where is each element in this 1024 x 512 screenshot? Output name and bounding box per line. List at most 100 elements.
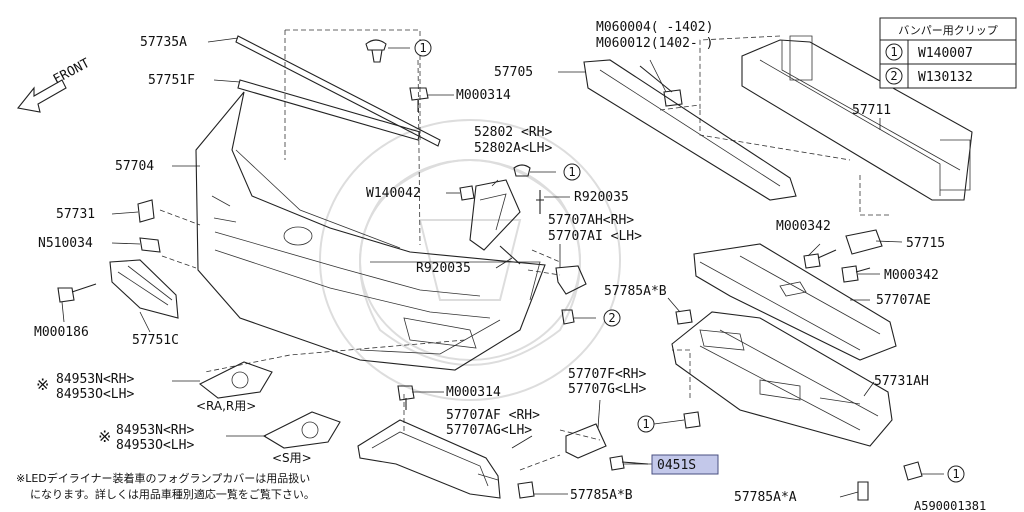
label-ra: <RA,R用> [196,399,256,413]
callout-c5: 1 [947,465,965,483]
label-m000186: M000186 [34,325,89,340]
bracket-57751c [109,259,179,319]
pin-r920035-a [536,190,544,214]
under-cover-57731ah [671,311,893,447]
label-57785aa: 57785A*A [734,490,797,505]
label-57751c: 57751C [132,333,179,348]
label-52802a: 52802A<LH> [474,141,552,156]
front-bumper-57704 [195,91,546,371]
clip-c4 [683,411,701,429]
clip-c2 [513,164,531,177]
clip-table-row2-num: 2 [890,69,897,83]
label-r920035-a: R920035 [574,190,629,205]
label-57707ah: 57707AH<RH> [548,213,634,228]
label-r920035-b: R920035 [416,261,471,276]
label-57735a: 57735A [140,35,187,50]
strip-57735a [235,35,441,147]
label-57707ag: 57707AG<LH> [446,423,532,438]
callout-c4: 1 [637,415,655,433]
clip-top [365,39,387,63]
highlight-0451s[interactable]: 0451S [651,454,719,475]
energy-absorber-57705 [583,59,797,201]
label-w140042: W140042 [366,186,421,201]
label-n510034: N510034 [38,236,93,251]
label-57785ab-top: 57785A*B [604,284,667,299]
mark-1: ※ [36,375,49,394]
label-m000314-top: M000314 [456,88,511,103]
clip-table-row1-num: 1 [890,45,897,59]
label-57707g: 57707G<LH> [568,382,646,397]
label-84953o-2: 84953O<LH> [116,438,194,453]
bolt-57785ab-bottom [517,481,535,499]
watermark-logo [319,119,621,401]
bracket-57731 [137,199,155,223]
label-57707f: 57707F<RH> [568,367,646,382]
bracket-52802 [469,179,521,251]
clip-table-row1-part: W140007 [918,46,973,61]
fog-cover-ra [198,361,273,399]
mark-2: ※ [98,427,111,446]
bolt-m060004 [639,65,683,107]
bolt-m000342-a [803,249,837,269]
label-s: <S用> [272,451,312,465]
label-m000342-a: M000342 [776,219,831,234]
front-label: FRONT [51,56,93,88]
label-57707ae: 57707AE [876,293,931,308]
label-57707ai: 57707AI <LH> [548,229,642,244]
label-84953n-1: 84953N<RH> [56,372,134,387]
callout-c2: 1 [563,163,581,181]
clip-n510034 [139,237,161,253]
bolt-57785ab-top [675,309,693,325]
svg-text:1: 1 [568,165,575,179]
leader-lines [61,37,944,498]
label-m000314-bottom: M000314 [446,385,501,400]
bracket-57707af [357,419,501,499]
bolt-m000314-bottom [397,385,415,410]
strip-57751f [237,79,421,141]
bracket-57707f [565,423,607,459]
svg-text:2: 2 [608,311,615,325]
label-57731: 57731 [56,207,95,222]
label-57731ah: 57731AH [874,374,929,389]
clip-table-row2-part: W130132 [918,70,973,85]
svg-text:1: 1 [419,41,426,55]
label-m000342-b: M000342 [884,268,939,283]
label-57751f: 57751F [148,73,195,88]
clip-table: バンパー用クリップ 1 W140007 2 W130132 [879,17,1017,89]
callout-c3: 2 [603,309,621,327]
bolt-0451s [609,455,649,471]
bolt-m000314-top [409,87,429,112]
reinforcement-beam-57711 [741,35,973,201]
under-cover-57707ae [693,243,897,361]
label-84953n-2: 84953N<RH> [116,423,194,438]
front-arrow-icon [16,79,67,113]
callout-c1: 1 [414,39,432,57]
label-57707af: 57707AF <RH> [446,408,540,423]
bracket-57707ah [555,265,587,295]
clip-c5 [903,461,923,481]
label-84953o-1: 84953O<LH> [56,387,134,402]
pin-r920035-b [499,245,521,265]
bracket-57715 [845,229,883,255]
label-57785ab-bottom: 57785A*B [570,488,633,503]
note-line-2: になります。詳しくは用品車種別適応一覧をご覧下さい。 [30,487,315,501]
note-line-1: ※LEDデイライナー装着車のフォグランプカバーは用品扱い [16,471,310,485]
svg-text:1: 1 [642,417,649,431]
diagram-code: A590001381 [914,499,986,512]
clip-w140042 [459,185,475,201]
label-57711: 57711 [852,103,891,118]
svg-text:0451S: 0451S [657,458,696,473]
label-m060012: M060012(1402- ) [596,36,713,51]
label-57705: 57705 [494,65,533,80]
label-52802: 52802 <RH> [474,125,552,140]
clip-table-header: バンパー用クリップ [898,24,998,37]
clip-c3 [561,309,575,325]
label-m060004: M060004( -1402) [596,20,713,35]
svg-text:1: 1 [952,467,959,481]
label-57715: 57715 [906,236,945,251]
fog-cover-s [262,411,341,449]
bolt-57785aa [857,481,869,501]
label-57704: 57704 [115,159,154,174]
